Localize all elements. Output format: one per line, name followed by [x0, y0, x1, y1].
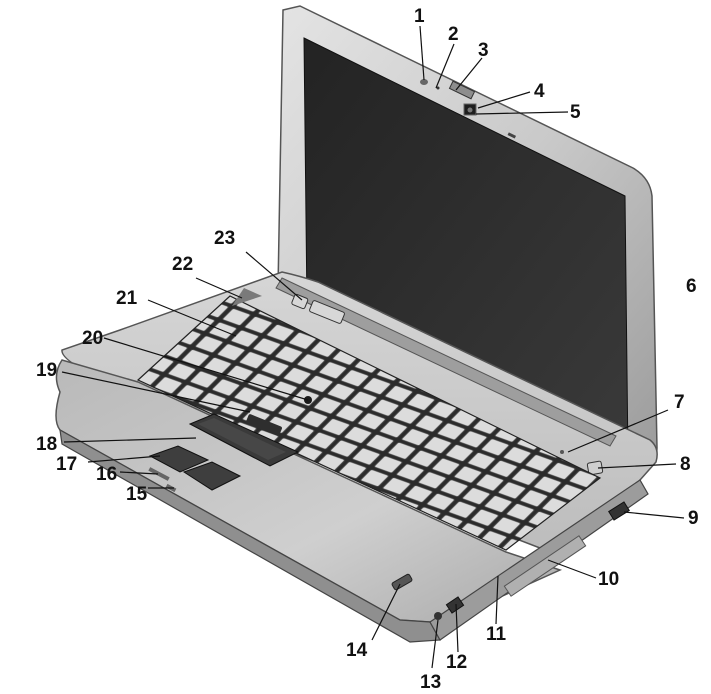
callout-19: 19	[36, 360, 57, 381]
callout-21: 21	[116, 288, 138, 309]
speaker-grille	[232, 288, 262, 306]
callout-14: 14	[346, 640, 368, 661]
callout-12: 12	[446, 652, 467, 673]
callout-20: 20	[82, 328, 103, 349]
callout-17: 17	[56, 454, 77, 475]
callout-3: 3	[478, 40, 489, 61]
callout-2: 2	[448, 24, 459, 45]
callout-11: 11	[486, 624, 507, 645]
status-lights	[148, 467, 170, 481]
callout-22: 22	[172, 254, 193, 275]
callout-8: 8	[680, 454, 691, 475]
callout-18: 18	[36, 434, 57, 455]
hinge-bar	[275, 277, 617, 447]
callout-1: 1	[414, 6, 425, 27]
callout-6: 6	[686, 276, 697, 297]
callout-15: 15	[126, 484, 148, 505]
callout-4: 4	[534, 81, 545, 102]
callout-5: 5	[570, 102, 581, 123]
power-light	[560, 450, 564, 454]
optical-drive	[503, 535, 587, 597]
quick-button[interactable]	[291, 293, 309, 310]
microphone-right	[507, 132, 517, 139]
trackstick-buttons[interactable]	[245, 414, 282, 437]
microphone-left	[436, 86, 440, 90]
fingerprint-reader	[391, 573, 413, 591]
touchpad-right-button[interactable]	[182, 461, 242, 491]
callout-16: 16	[96, 464, 117, 485]
leader-lines	[61, 25, 685, 669]
callout-10: 10	[598, 569, 619, 590]
vga-port	[608, 501, 630, 521]
callout-7: 7	[674, 392, 685, 413]
power-button[interactable]	[586, 460, 604, 476]
esata-usb-port	[445, 596, 465, 614]
ambient-light-sensor	[420, 79, 428, 85]
camera-led	[467, 107, 473, 113]
keyboard	[136, 295, 602, 551]
callout-9: 9	[688, 508, 699, 529]
audio-connector	[434, 612, 442, 620]
volume-buttons[interactable]	[309, 300, 345, 324]
callout-labels: 1 2 3 4 5 6 7 8 9 10 11 12 13 14 15 16 1…	[36, 6, 699, 693]
touchpad-left-button[interactable]	[148, 445, 210, 473]
callout-13: 13	[420, 672, 441, 693]
touchpad-inner	[198, 418, 286, 460]
display-latch	[448, 80, 476, 100]
callout-23: 23	[214, 228, 235, 249]
